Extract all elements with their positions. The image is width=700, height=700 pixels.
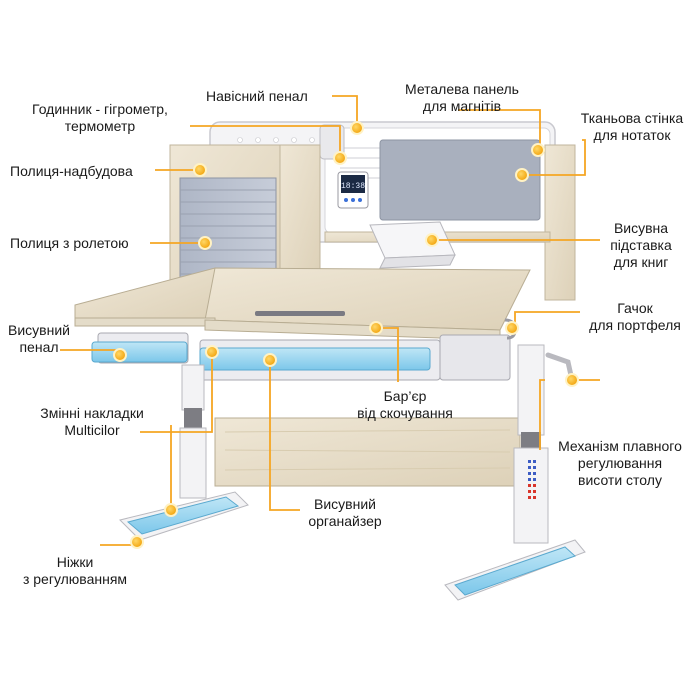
callout-dots <box>113 121 579 549</box>
label-clock-hygrometer: Годинник - гігрометр, термометр <box>32 101 168 134</box>
leader-lines <box>60 95 600 546</box>
dot-organizer <box>263 353 277 367</box>
label-covers: Змінні накладки Multicilor <box>40 405 144 438</box>
fabric-notes-wall <box>380 140 540 220</box>
label-organizer: Висувний органайзер <box>308 496 382 529</box>
dot-drawer-pencil-case <box>113 348 127 362</box>
dot-shutter-shelf <box>198 236 212 250</box>
dot-bag-hook <box>505 321 519 335</box>
label-legs: Ніжки з регулюванням <box>22 554 128 587</box>
desk-top <box>74 267 531 341</box>
dot-metal-panel <box>531 143 545 157</box>
dot-hanging-pencil-case <box>350 121 364 135</box>
clock-hygrometer: 18:38 <box>337 171 369 209</box>
label-shutter-shelf: Полиця з ролетою <box>10 235 129 251</box>
label-hanging-pencil-case: Навісний пенал <box>206 88 308 104</box>
label-slide-barrier: Бар’єр від скочування <box>357 388 453 421</box>
book-stand <box>369 221 456 269</box>
dot-leg-left <box>164 503 178 517</box>
dot-clock <box>333 151 347 165</box>
dot-superstructure-shelf <box>193 163 207 177</box>
label-height-mechanism: Механізм плавного регулювання висоти сто… <box>558 438 682 488</box>
anti-slide-barrier <box>255 311 345 316</box>
dot-book-stand <box>425 233 439 247</box>
dot-fabric-wall <box>515 168 529 182</box>
label-fabric-wall: Тканьова стінка для нотаток <box>580 110 684 143</box>
dot-covers <box>205 345 219 359</box>
label-bag-hook: Гачок для портфеля <box>589 300 681 333</box>
dot-height-mechanism <box>565 373 579 387</box>
dot-barrier <box>369 321 383 335</box>
label-book-stand: Висувна підставка для книг <box>610 220 672 270</box>
hanging-pencil-case <box>319 124 345 160</box>
clock-digits: 18:38 <box>341 182 365 191</box>
label-drawer-pencil-case: Висувний пенал <box>8 322 70 355</box>
dot-legs <box>130 535 144 549</box>
label-superstructure-shelf: Полиця-надбудова <box>10 163 133 179</box>
drawers <box>91 332 511 381</box>
left-leg <box>119 364 249 541</box>
label-metal-panel: Металева панель для магнітів <box>405 81 519 114</box>
